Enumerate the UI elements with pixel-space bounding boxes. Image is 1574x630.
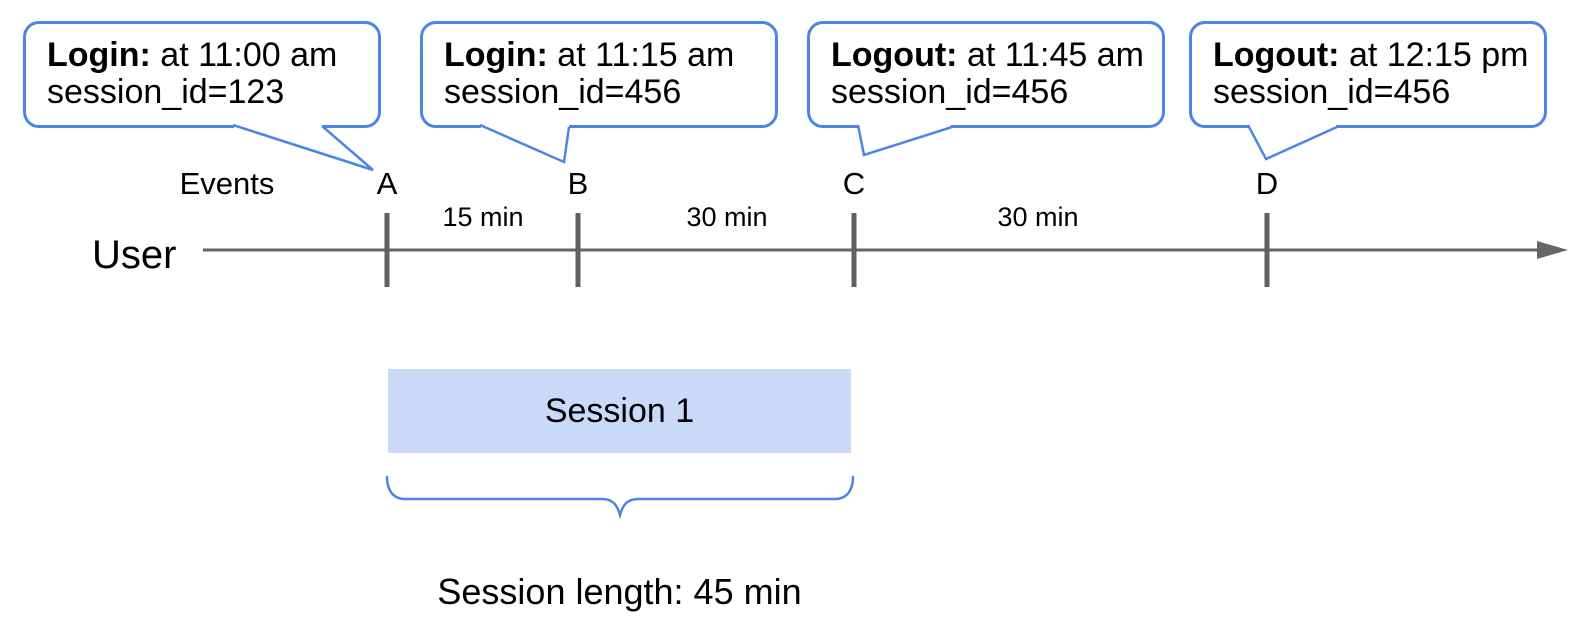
events-row-title: Events (179, 166, 275, 201)
speech-bubble-login-b: Login: at 11:15 am session_id=456 (420, 21, 778, 128)
session-1-bar-label: Session 1 (544, 391, 695, 430)
event-type-label: Logout: (831, 36, 958, 74)
event-time-label: at 11:00 am (150, 36, 338, 74)
bubble-line-2: session_id=456 (831, 73, 1069, 111)
bubble-tail-d (1246, 123, 1338, 161)
interval-label-bc: 30 min (686, 202, 768, 232)
timeline-arrowhead-icon (1537, 241, 1568, 259)
event-label-c: C (842, 166, 866, 201)
speech-bubble-logout-c: Logout: at 11:45 am session_id=456 (807, 21, 1165, 128)
session-1-bar: Session 1 (388, 369, 851, 453)
event-label-a: A (376, 166, 398, 201)
event-time-label: at 12:15 pm (1339, 36, 1529, 74)
event-label-d: D (1255, 166, 1279, 201)
bubble-line-1: Logout: at 11:45 am (831, 37, 1144, 74)
interval-label-ab: 15 min (442, 202, 524, 232)
bubble-tail-b (479, 123, 571, 164)
speech-bubble-logout-d: Logout: at 12:15 pm session_id=456 (1189, 21, 1547, 128)
bubble-line-2: session_id=456 (1213, 73, 1451, 111)
bubble-tail-a (232, 123, 374, 172)
speech-bubble-login-a: Login: at 11:00 am session_id=123 (23, 21, 381, 128)
bubble-line-1: Login: at 11:00 am (47, 37, 360, 74)
session-length-caption: Session length: 45 min (437, 571, 802, 612)
bubble-tail-c (856, 123, 953, 157)
session-brace (385, 475, 855, 520)
interval-label-cd: 30 min (997, 202, 1079, 232)
user-row-title: User (92, 233, 177, 277)
bubble-line-2: session_id=123 (47, 73, 285, 111)
bubble-line-1: Logout: at 12:15 pm (1213, 36, 1529, 74)
event-time-label: at 11:15 am (547, 36, 735, 74)
event-type-label: Login: (47, 36, 151, 74)
event-label-b: B (567, 166, 589, 201)
event-time-label: at 11:45 am (957, 36, 1144, 74)
event-type-label: Logout: (1213, 36, 1340, 74)
bubble-line-1: Login: at 11:15 am (444, 37, 757, 74)
bubble-line-2: session_id=456 (444, 73, 682, 111)
event-type-label: Login: (444, 36, 548, 74)
